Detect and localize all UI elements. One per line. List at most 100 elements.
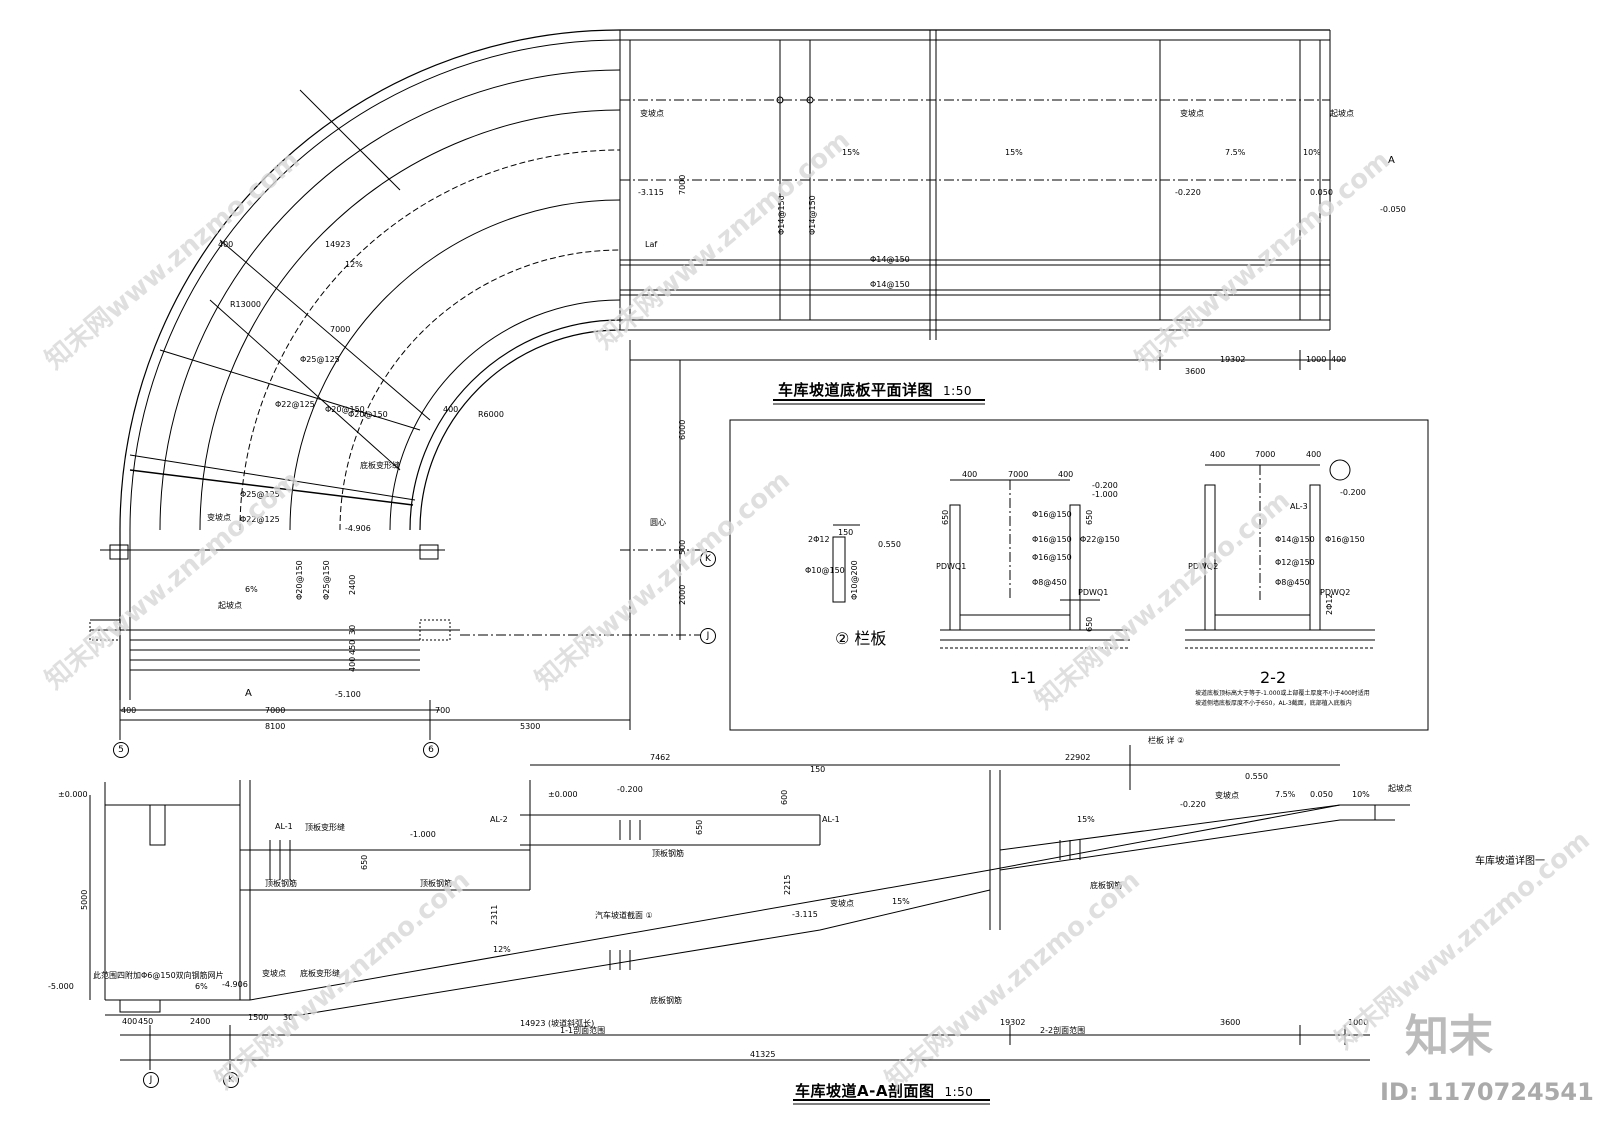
plan-elev-2: -0.220: [1175, 188, 1201, 197]
plan-dim-v-8: 30: [348, 624, 357, 635]
d11-dim-3: 400: [1058, 470, 1074, 479]
d11-dim-5: 650: [1085, 509, 1094, 525]
sec-label-6: 顶板钢筋: [420, 879, 452, 888]
d22-label-1: AL-3: [1290, 502, 1308, 511]
sec-dim-b-5: 19302: [1000, 1018, 1026, 1027]
plan-dim-v-6: 450: [348, 639, 357, 655]
detail-2-2: [1185, 459, 1375, 649]
plan-lower-area: [89, 340, 710, 740]
plan-label-6: 变坡点: [207, 513, 231, 522]
detail-note-2: 坡道侧墙底板厚度不小于650，AL-3截面，底部植入底板内: [1195, 700, 1352, 707]
d11-label-4: Φ22@150: [1080, 535, 1120, 544]
sec-slope-2: 15%: [892, 897, 910, 906]
plan-label-7: 起坡点: [218, 601, 242, 610]
sec-dim-b-2: 450: [138, 1017, 154, 1026]
plan-rebar-1: Φ14@150: [870, 255, 910, 264]
sec-label-8: 汽车坡道截面 ①: [595, 911, 653, 920]
sec-dim-b-1: 400: [122, 1017, 138, 1026]
plan-arc-dim-5: 400: [218, 240, 234, 249]
d22-label-7: Φ12@150: [1275, 558, 1315, 567]
plan-slope-6: 6%: [245, 585, 258, 594]
plan-rebar-2: Φ14@150: [870, 280, 910, 289]
watermark-id: ID: 1170724541: [1380, 1078, 1594, 1106]
d11-dim-6: 650: [1085, 616, 1094, 632]
plan-slope-4: 10%: [1303, 148, 1321, 157]
sec-label-2: 顶板变形缝: [305, 823, 345, 832]
detail-note-1: 坡道底板顶标高大于等于-1.000或上部覆土厚度不小于400时适用: [1195, 690, 1370, 697]
sec-dim-top-2: 150: [810, 765, 826, 774]
d11-label-6: Φ16@150: [1032, 510, 1072, 519]
plan-elev-6: -5.100: [335, 690, 361, 699]
plan-slope-2: 15%: [1005, 148, 1023, 157]
sec-elev-10: 0.050: [1310, 790, 1333, 799]
sec-label-13: 底板变形缝: [300, 969, 340, 978]
axis-bubble-5: 5: [113, 742, 129, 758]
sec-dim-b-4: 14923 (坡道斜弧长): [520, 1019, 595, 1028]
plan-dim-left-3: 700: [435, 706, 451, 715]
plan-label-4: Laf: [645, 240, 658, 249]
plan-label-10: A: [245, 688, 252, 699]
plan-dim-bottom-2: 3600: [1185, 367, 1206, 376]
sec-dim-top-1: 7462: [650, 753, 671, 762]
plan-dim-v-7: 400: [348, 656, 357, 672]
plan-elev-1: -3.115: [638, 188, 664, 197]
sec-slope-5: 12%: [493, 945, 511, 954]
parapet-label-3: 0.550: [878, 540, 901, 549]
sec-dim-b-7: 1000: [1348, 1018, 1369, 1027]
plan-arc-dim-2: R13000: [230, 300, 262, 309]
plan-dim-left-1: 400: [121, 706, 137, 715]
sec-elev-9: 0.550: [1245, 772, 1268, 781]
sec-elev-1: ±0.000: [58, 790, 88, 799]
detail-1-1: [940, 479, 1130, 649]
plan-rebar-8: Φ20@150: [348, 410, 388, 419]
axis-bubble-k: K: [700, 551, 716, 567]
plan-slope-5: 12%: [345, 260, 363, 269]
sec-dim-b-6: 3600: [1220, 1018, 1241, 1027]
parapet-label-1: 2Φ12: [808, 535, 830, 544]
watermark-brand: 知末: [1405, 1011, 1493, 1062]
sec-label-18: 1-1剖面范围: [560, 1026, 606, 1035]
parapet-title: ② 栏板: [835, 629, 887, 648]
sec-label-4: AL-1: [822, 815, 840, 824]
sec-label-7: 顶板钢筋: [652, 849, 684, 858]
d22-label-2: PDWQ2: [1188, 562, 1219, 571]
axis-bubble-j: J: [700, 628, 716, 644]
sec-label-15: 变坡点: [1215, 791, 1239, 800]
sec-dim-b-8: 41325: [750, 1050, 776, 1059]
plan-elev-4: -0.050: [1380, 205, 1406, 214]
plan-rebar-5: Φ25@125: [300, 355, 340, 364]
detail-1-1-title: 1-1: [1010, 668, 1037, 687]
plan-label-9: A: [1388, 155, 1395, 166]
plan-slope-1: 15%: [842, 148, 860, 157]
d11-label-2: PDWQ1: [1078, 588, 1109, 597]
d11-dim-2: 7000: [1008, 470, 1029, 479]
d11-label-9: -1.000: [1092, 490, 1118, 499]
sec-label-11: 此范围四附加Φ6@150双向钢筋网片: [93, 971, 224, 980]
plan-arc-dim-1: 14923: [325, 240, 351, 249]
sec-slope-6: 6%: [195, 982, 208, 991]
plan-arc-dim-6: 400: [443, 405, 459, 414]
sec-elev-5: -3.115: [792, 910, 818, 919]
plan-label-5: 底板变形缝: [360, 461, 400, 470]
d22-label-5: Φ16@150: [1325, 535, 1365, 544]
sec-dim-top-6: 650: [360, 854, 369, 870]
d22-label-4: Φ14@150: [1275, 535, 1315, 544]
parapet-label-5: Φ10@200: [850, 560, 859, 600]
d22-label-3: PDWQ2: [1320, 588, 1351, 597]
d11-label-1: PDWQ1: [936, 562, 967, 571]
plan-dim-v-1: 7000: [678, 174, 687, 195]
axis-bubble-6: 6: [423, 742, 439, 758]
sec-elev-6: -4.906: [222, 980, 248, 989]
sec-label-14: 变坡点: [830, 899, 854, 908]
sec-slope-4: 10%: [1352, 790, 1370, 799]
sec-dim-b-3: 2400: [190, 1017, 211, 1026]
d11-label-3: Φ16@150: [1032, 535, 1072, 544]
sec-label-12: 变坡点: [262, 969, 286, 978]
d22-label-8: -0.200: [1340, 488, 1366, 497]
plan-elev-5: -4.906: [345, 524, 371, 533]
sec-axis-j: J: [143, 1072, 159, 1088]
detail-2-2-title: 2-2: [1260, 668, 1287, 687]
sec-label-5: 顶板钢筋: [265, 879, 297, 888]
